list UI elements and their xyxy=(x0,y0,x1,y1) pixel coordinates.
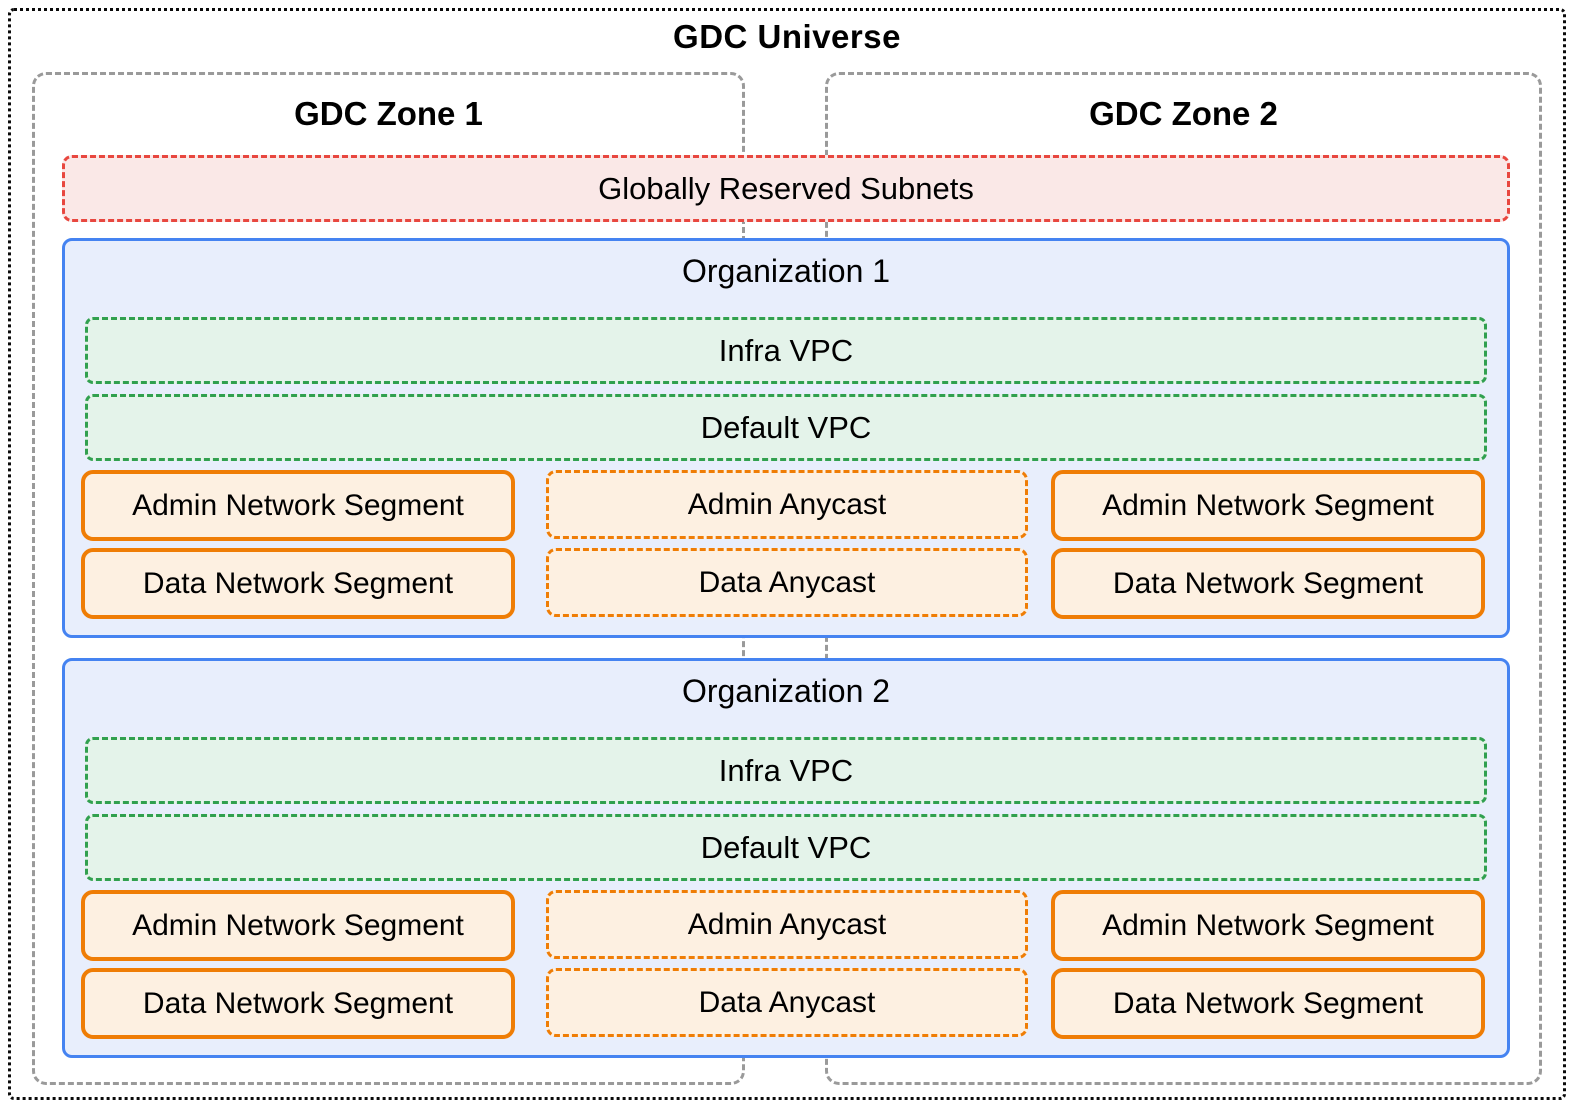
org2-zone1-data-network-segment-box: Data Network Segment xyxy=(81,968,515,1039)
globally-reserved-subnets-box: Globally Reserved Subnets xyxy=(62,155,1510,222)
org1-infra-vpc-box: Infra VPC xyxy=(85,317,1487,384)
admin-network-segment-label: Admin Network Segment xyxy=(132,908,464,942)
data-network-segment-label: Data Network Segment xyxy=(1112,566,1424,600)
org2-data-anycast-box: Data Anycast xyxy=(546,968,1028,1037)
org1-admin-anycast-box: Admin Anycast xyxy=(546,470,1028,539)
globally-reserved-subnets-label: Globally Reserved Subnets xyxy=(598,170,974,206)
admin-network-segment-label: Admin Network Segment xyxy=(132,488,464,522)
org1-zone2-admin-network-segment-box: Admin Network Segment xyxy=(1051,470,1485,541)
admin-network-segment-label: Admin Network Segment xyxy=(1102,908,1434,942)
admin-anycast-label: Admin Anycast xyxy=(687,487,887,521)
data-anycast-label: Data Anycast xyxy=(698,565,876,599)
organization-1-title: Organization 1 xyxy=(681,253,891,289)
org1-data-anycast-box: Data Anycast xyxy=(546,548,1028,617)
org2-default-vpc-box: Default VPC xyxy=(85,814,1487,881)
org1-infra-vpc-label: Infra VPC xyxy=(718,332,854,368)
admin-anycast-label: Admin Anycast xyxy=(687,907,887,941)
data-anycast-label: Data Anycast xyxy=(698,985,876,1019)
organization-2-box: Organization 2 Infra VPC Default VPC Adm… xyxy=(62,658,1510,1058)
org1-default-vpc-box: Default VPC xyxy=(85,394,1487,461)
org2-infra-vpc-box: Infra VPC xyxy=(85,737,1487,804)
org2-admin-anycast-box: Admin Anycast xyxy=(546,890,1028,959)
org1-default-vpc-label: Default VPC xyxy=(700,409,872,445)
data-network-segment-label: Data Network Segment xyxy=(142,566,454,600)
org2-zone1-admin-network-segment-box: Admin Network Segment xyxy=(81,890,515,961)
organization-1-box: Organization 1 Infra VPC Default VPC Adm… xyxy=(62,238,1510,638)
universe-title: GDC Universe xyxy=(673,18,901,55)
gdc-zone-2-title: GDC Zone 2 xyxy=(1089,95,1278,132)
org2-zone2-data-network-segment-box: Data Network Segment xyxy=(1051,968,1485,1039)
admin-network-segment-label: Admin Network Segment xyxy=(1102,488,1434,522)
org2-zone2-admin-network-segment-box: Admin Network Segment xyxy=(1051,890,1485,961)
org1-zone1-data-network-segment-box: Data Network Segment xyxy=(81,548,515,619)
data-network-segment-label: Data Network Segment xyxy=(1112,986,1424,1020)
org1-zone1-admin-network-segment-box: Admin Network Segment xyxy=(81,470,515,541)
org2-default-vpc-label: Default VPC xyxy=(700,829,872,865)
gdc-zone-1-title: GDC Zone 1 xyxy=(294,95,483,132)
gdc-universe-border xyxy=(8,8,1566,1100)
organization-2-title: Organization 2 xyxy=(681,673,891,709)
org1-zone2-data-network-segment-box: Data Network Segment xyxy=(1051,548,1485,619)
data-network-segment-label: Data Network Segment xyxy=(142,986,454,1020)
org2-infra-vpc-label: Infra VPC xyxy=(718,752,854,788)
